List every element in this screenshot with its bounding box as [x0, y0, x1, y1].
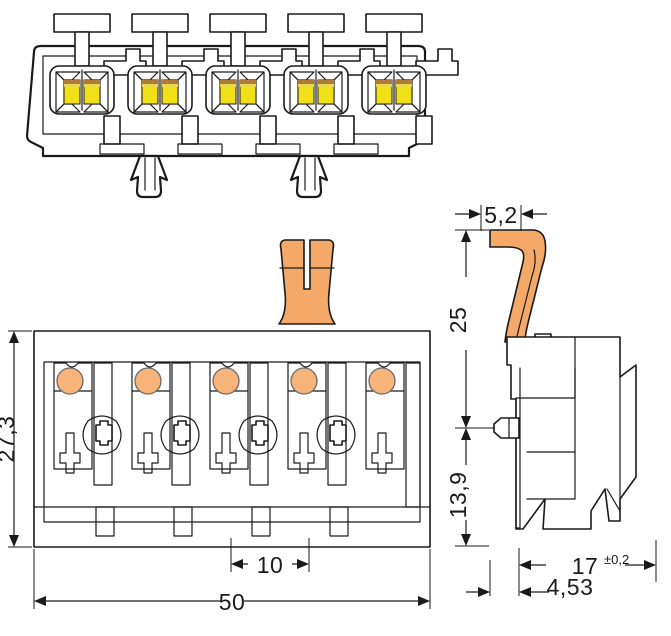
dimension-pitch: 10 — [230, 538, 310, 578]
bottom-view-pole — [365, 362, 405, 474]
side-view-lug — [493, 417, 520, 439]
dimension-height-upper: 25 — [445, 229, 495, 429]
side-view — [489, 229, 637, 530]
top-view-snap-foot — [129, 154, 169, 199]
top-view-snap-foot — [289, 154, 329, 199]
dimension-label-lever-thickness: 5,2 — [484, 202, 517, 228]
dimension-height-front: 27,3 — [0, 330, 32, 548]
bottom-view — [33, 239, 431, 548]
side-view-body — [506, 336, 637, 530]
dimensions-layer: 27,3 50 10 — [0, 202, 657, 615]
dimension-label-width-overall: 50 — [219, 589, 246, 615]
dimension-label-height-front: 27,3 — [0, 416, 19, 463]
dimension-label-height-upper: 25 — [445, 307, 471, 334]
dimension-depth-total: 17 ±0,2 — [518, 540, 657, 582]
operating-lever — [278, 239, 336, 325]
dimension-label-height-lower: 13,9 — [445, 472, 471, 519]
bottom-view-inner-window — [43, 361, 421, 523]
side-view-lever — [489, 229, 547, 352]
dimension-label-depth-total: 17 — [572, 553, 599, 579]
dimension-width-overall: 50 — [33, 549, 431, 615]
dimension-label-pitch: 10 — [257, 552, 284, 578]
dimension-label-depth-tolerance: ±0,2 — [604, 552, 629, 567]
dimension-height-lower: 13,9 — [445, 428, 489, 547]
dimension-depth-front: 4,53 — [466, 560, 593, 600]
top-view — [25, 13, 459, 199]
dimension-lever-thickness: 5,2 — [455, 202, 547, 231]
dimension-label-depth-front: 4,53 — [547, 574, 594, 600]
